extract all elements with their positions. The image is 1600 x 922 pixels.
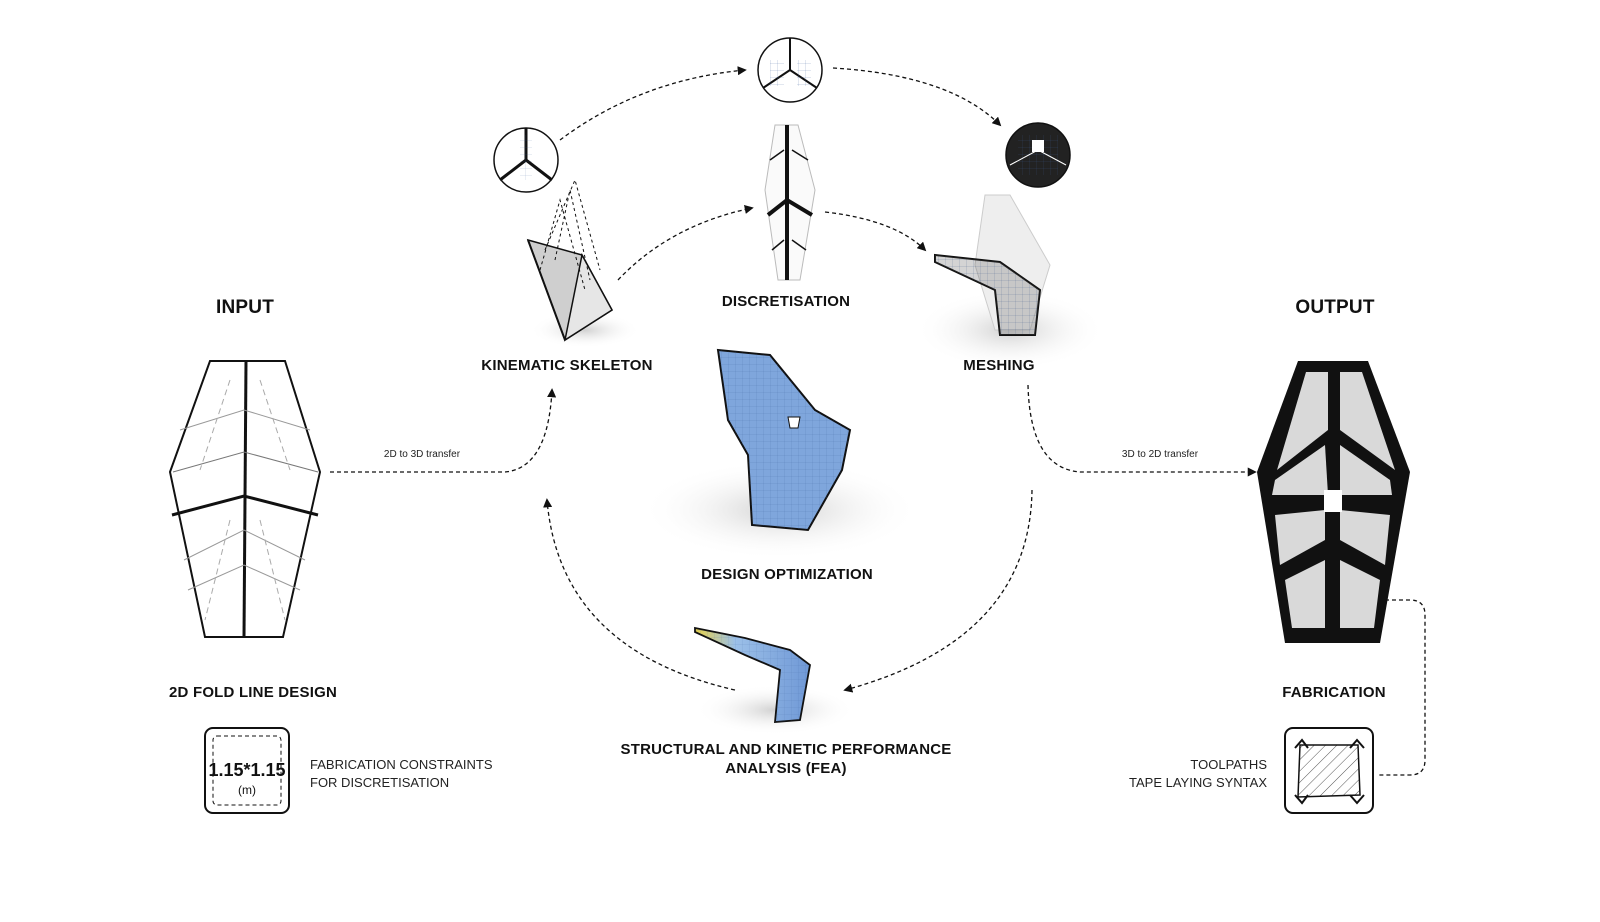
kinematic-skeleton-drawing <box>526 178 640 348</box>
fabrication-output-drawing <box>1257 361 1410 643</box>
fabrication-label: FABRICATION <box>1282 684 1386 701</box>
design-optimization-model <box>640 348 920 560</box>
arrow-fea-to-kinematic <box>543 498 736 691</box>
arrow-top-right <box>832 67 1002 127</box>
arrow-output-to-toolpath <box>1377 599 1426 776</box>
arrow-2d-to-3d <box>330 388 557 473</box>
transfer-2d-to-3d-label: 2D to 3D transfer <box>383 449 461 460</box>
toolpath-note: TOOLPATHS TAPE LAYING SYNTAX <box>1120 756 1267 792</box>
toolpath-box <box>1284 727 1374 814</box>
discretisation-drawing <box>764 124 816 281</box>
kinematic-detail-circle <box>493 127 559 193</box>
arrow-3d-to-2d <box>1027 384 1257 477</box>
constraint-note-line1: FABRICATION CONSTRAINTS <box>310 757 493 772</box>
toolpath-note-line2: TAPE LAYING SYNTAX <box>1129 775 1267 790</box>
meshing-label: MESHING <box>963 357 1035 374</box>
constraint-value: 1.15*1.15 <box>208 760 286 780</box>
output-title: OUTPUT <box>1295 297 1375 318</box>
fea-label: STRUCTURAL AND KINETIC PERFORMANCE ANALY… <box>621 740 952 778</box>
fold-line-design-drawing <box>168 360 322 638</box>
fea-label-line2: ANALYSIS (FEA) <box>725 760 847 777</box>
kinematic-skeleton-label: KINEMATIC SKELETON <box>481 357 653 374</box>
discretisation-detail-circle <box>757 37 823 103</box>
toolpath-note-line1: TOOLPATHS <box>1190 757 1267 772</box>
transfer-3d-to-2d-label: 3D to 2D transfer <box>1121 449 1199 460</box>
arrow-top-left <box>559 66 747 141</box>
meshing-drawing <box>915 194 1105 370</box>
fea-model <box>694 626 855 735</box>
constraint-box-frame <box>204 727 290 814</box>
arrow-discretisation-to-meshing <box>824 211 927 252</box>
meshing-detail-circle <box>1005 122 1071 188</box>
arrow-meshing-to-fea <box>843 489 1033 693</box>
input-title: INPUT <box>216 297 274 318</box>
design-optimization-label: DESIGN OPTIMIZATION <box>701 566 873 583</box>
fea-label-line1: STRUCTURAL AND KINETIC PERFORMANCE <box>620 741 952 758</box>
constraint-note-line2: FOR DISCRETISATION <box>310 775 450 790</box>
fold-design-label: 2D FOLD LINE DESIGN <box>169 684 337 701</box>
constraint-note: FABRICATION CONSTRAINTS FOR DISCRETISATI… <box>310 756 493 792</box>
constraint-unit: (m) <box>238 783 256 797</box>
arrow-kinematic-to-discretisation <box>617 205 754 281</box>
discretisation-label: DISCRETISATION <box>721 293 851 310</box>
